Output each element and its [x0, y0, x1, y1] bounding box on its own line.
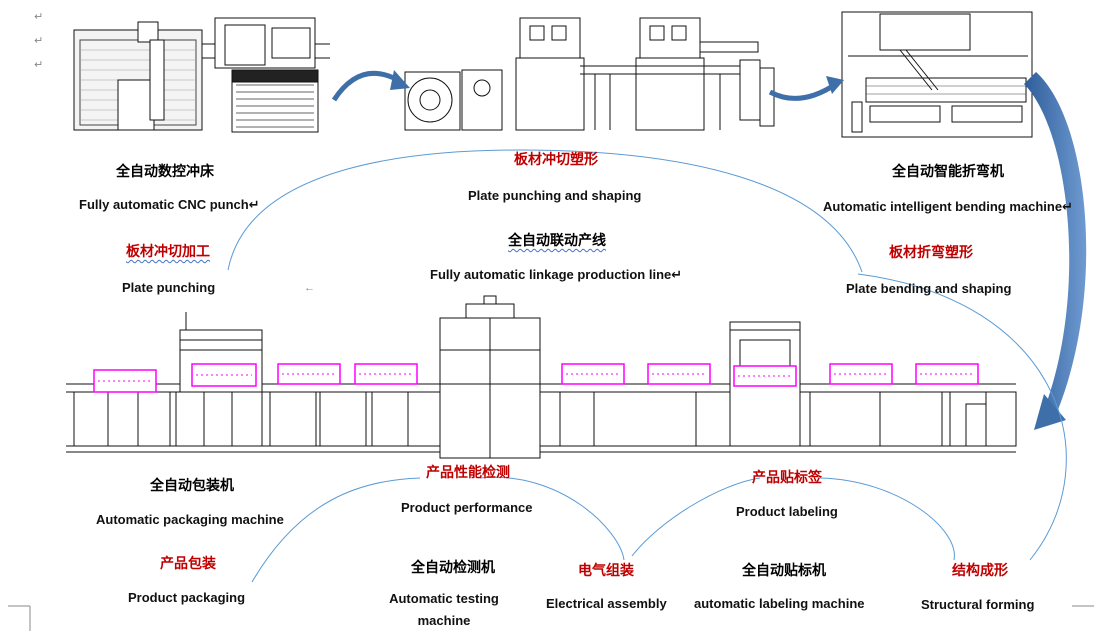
linkage-process-en-label: Plate punching and shaping — [468, 189, 641, 202]
testing-process-en-label: Product performance — [401, 501, 532, 514]
testing-machine-zh-label: 全自动检测机 — [411, 560, 495, 574]
cnc-machine-en-label: Fully automatic CNC punch↵ — [79, 198, 260, 211]
forming-process-zh-label: 结构成形 — [952, 563, 1008, 577]
testing-machine-en-label: Automatic testing machine — [389, 588, 499, 632]
cnc-machine-zh-label: 全自动数控冲床 — [116, 164, 214, 178]
labeling-process-zh-label: 产品贴标签 — [752, 470, 822, 484]
cnc-punch-machine-drawing — [74, 18, 330, 132]
linkage-machine-en-label: Fully automatic linkage production line↵ — [430, 268, 682, 281]
bending-process-en-label: Plate bending and shaping — [846, 282, 1011, 295]
bending-machine-drawing — [842, 12, 1032, 137]
labeling-machine-zh-label: 全自动贴标机 — [742, 563, 826, 577]
linkage-production-line-drawing — [405, 18, 774, 130]
bending-machine-zh-label: 全自动智能折弯机 — [892, 164, 1004, 178]
bending-process-zh-label: 板材折弯塑形 — [889, 245, 973, 259]
linkage-process-zh-label: 板材冲切塑形 — [514, 152, 598, 166]
packaging-machine-en-label: Automatic packaging machine — [96, 513, 284, 526]
paragraph-mark: ↵ — [34, 12, 43, 23]
flow-arrow-big — [1024, 72, 1086, 424]
small-arrow-mark: ← — [304, 283, 315, 294]
packaging-process-zh-label: 产品包装 — [160, 556, 216, 570]
paragraph-mark: ↵ — [34, 36, 43, 47]
flow-arrow-1 — [334, 73, 398, 100]
labeling-process-en-label: Product labeling — [736, 505, 838, 518]
paragraph-mark: ↵ — [34, 60, 43, 71]
labeling-machine-en-label: automatic labeling machine — [694, 597, 865, 610]
electrical-process-zh-label: 电气组装 — [578, 563, 634, 577]
forming-process-en-label: Structural forming — [921, 598, 1034, 611]
cnc-process-zh-label: 板材冲切加工 — [126, 244, 210, 258]
cnc-process-en-label: Plate punching — [122, 281, 215, 294]
bending-machine-en-label: Automatic intelligent bending machine↵ — [823, 200, 1073, 213]
linkage-machine-zh-label: 全自动联动产线 — [508, 233, 606, 247]
packaging-process-en-label: Product packaging — [128, 591, 245, 604]
flow-arrow-1-head — [390, 70, 410, 90]
electrical-process-en-label: Electrical assembly — [546, 597, 667, 610]
flow-arrow-2 — [770, 84, 836, 98]
packaging-machine-zh-label: 全自动包装机 — [150, 478, 234, 492]
testing-process-zh-label: 产品性能检测 — [426, 465, 510, 479]
